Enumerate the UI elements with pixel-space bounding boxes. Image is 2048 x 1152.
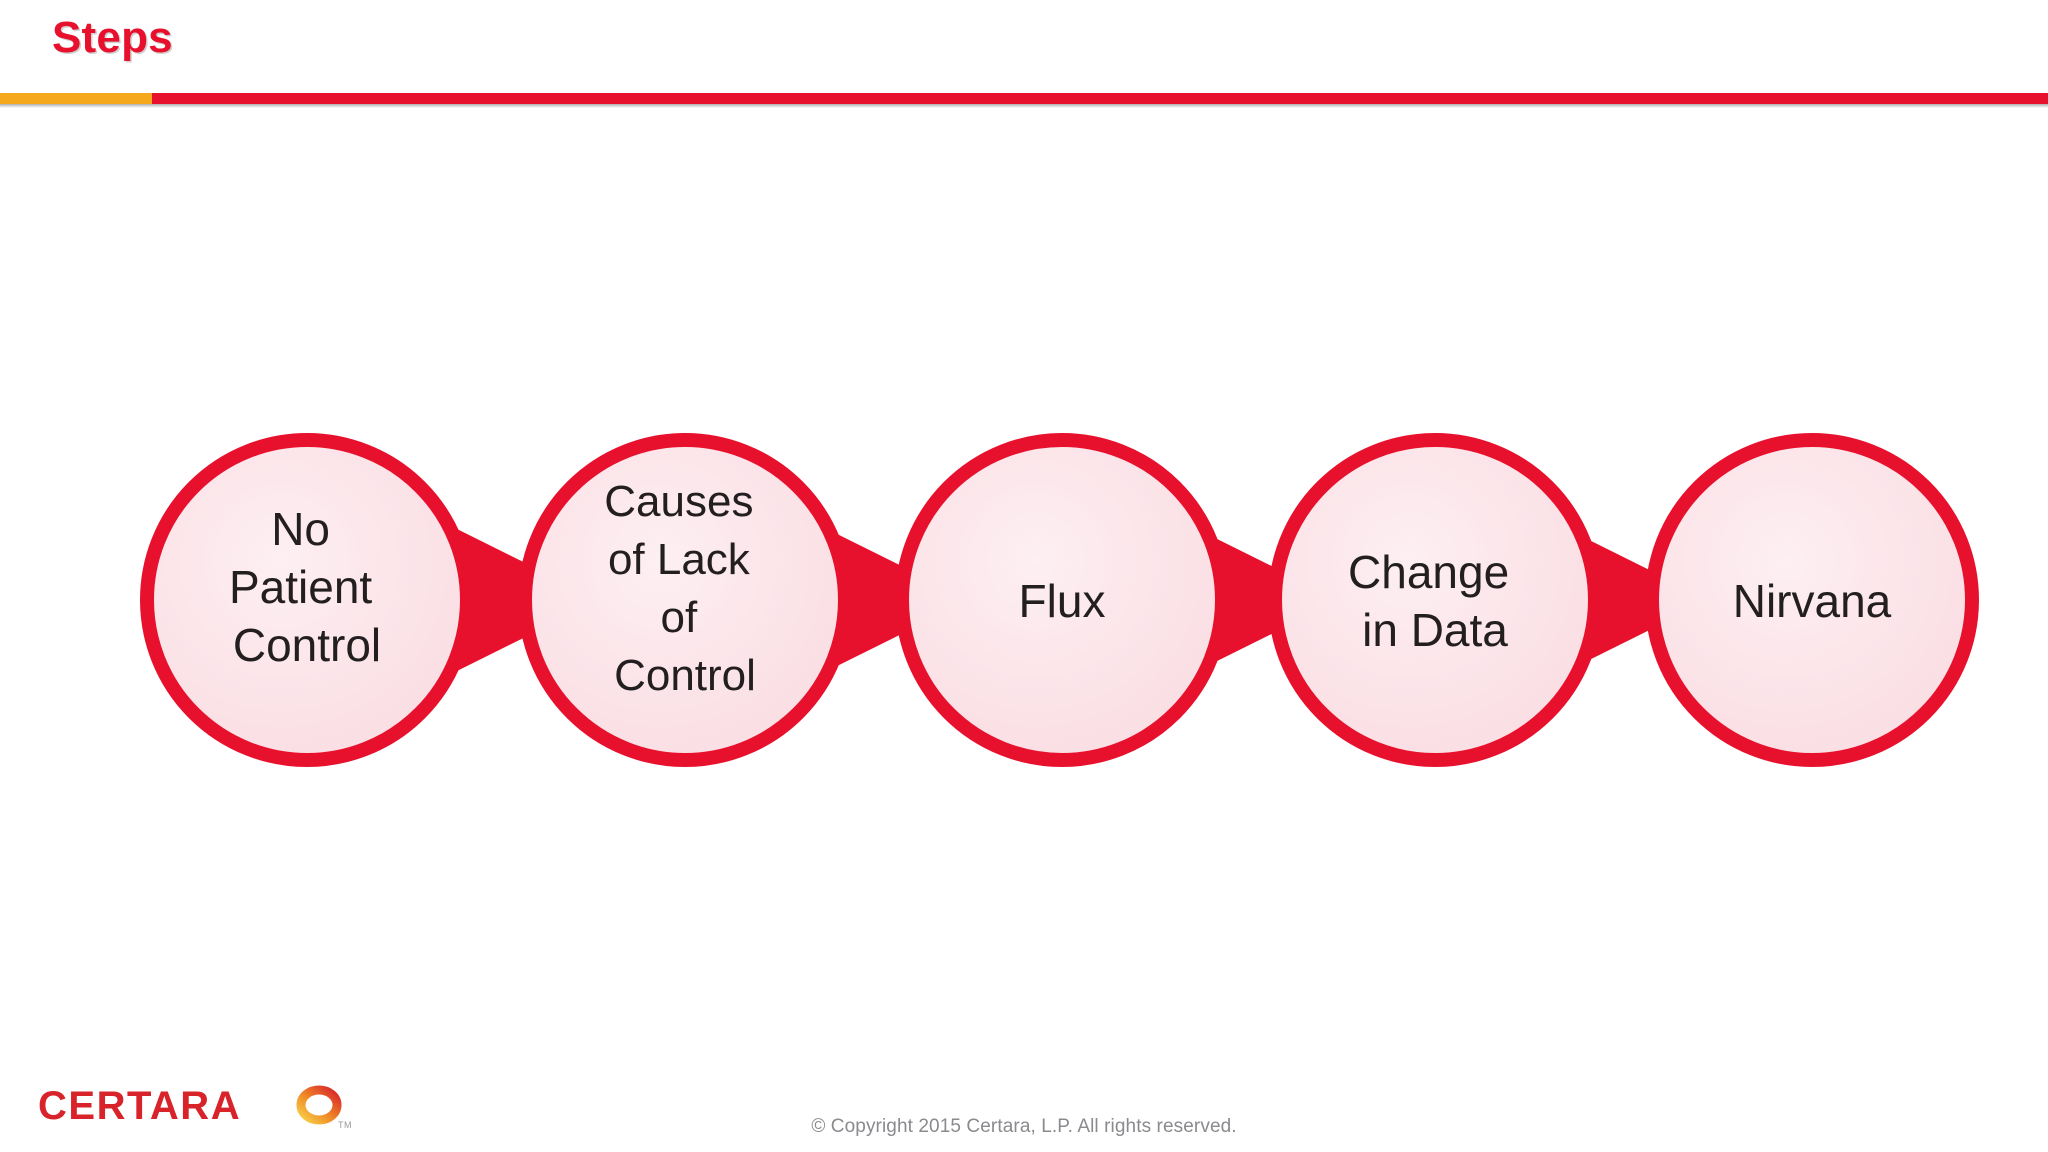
flow-step-3-circle[interactable] bbox=[895, 433, 1229, 767]
flow-step-5-circle[interactable] bbox=[1645, 433, 1979, 767]
header-rule-red-segment bbox=[152, 93, 2048, 104]
page-title: Steps bbox=[52, 13, 173, 62]
flow-step-5-label: Nirvana bbox=[1733, 575, 1892, 627]
header-rule bbox=[0, 93, 2048, 108]
flow-step-2-label: Causes of Lack of Control bbox=[604, 477, 765, 700]
flow-step-5[interactable]: Nirvana bbox=[1645, 433, 1979, 767]
certara-logo: CERTARA TM bbox=[38, 1082, 352, 1138]
flow-step-3[interactable]: Flux bbox=[895, 433, 1229, 767]
flow-step-4[interactable]: Change in Data bbox=[1268, 433, 1602, 767]
flow-step-1-circle[interactable] bbox=[140, 433, 474, 767]
footer-copyright: © Copyright 2015 Certara, L.P. All right… bbox=[811, 1116, 1237, 1137]
flow-step-4-circle[interactable] bbox=[1268, 433, 1602, 767]
flow-step-1[interactable]: No Patient Control bbox=[140, 433, 474, 767]
certara-wordmark: CERTARA bbox=[38, 1084, 242, 1128]
flow-step-4-label: Change in Data bbox=[1348, 546, 1522, 656]
header-rule-shadow bbox=[0, 104, 2048, 108]
flow-step-3-label: Flux bbox=[1019, 575, 1106, 627]
flow-step-2[interactable]: Causes of Lack of Control bbox=[518, 433, 852, 767]
flow-step-2-circle[interactable] bbox=[518, 433, 852, 767]
certara-ring-icon bbox=[296, 1082, 342, 1131]
header-rule-gold-segment bbox=[0, 93, 152, 104]
certara-trademark: TM bbox=[338, 1120, 352, 1130]
flow-arrow-4 bbox=[1565, 528, 1710, 672]
flow-arrow-3 bbox=[1195, 528, 1340, 672]
flow-step-1-label: No Patient Control bbox=[229, 503, 385, 671]
